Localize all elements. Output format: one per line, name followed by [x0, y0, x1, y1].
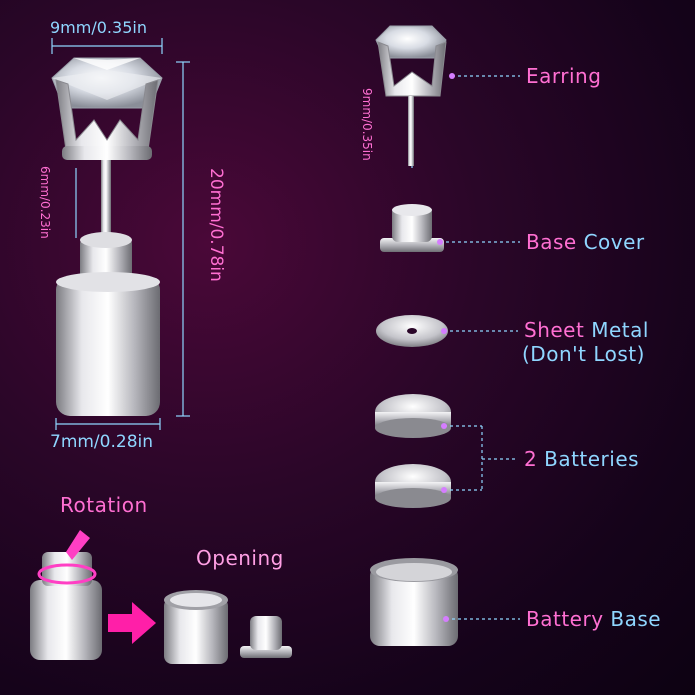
base-cover-illustration: [380, 204, 444, 252]
height-dimension: 20mm/0.78in: [206, 168, 226, 282]
opening-arrow-icon: [108, 602, 156, 644]
large-earring-illustration: [51, 57, 163, 416]
batteries-label: 2 Batteries: [524, 447, 639, 471]
battery-base-label-part-2: Base: [610, 607, 662, 631]
earring-post-dimension: 9mm/0.35in: [360, 88, 374, 161]
connector-lines: [440, 75, 520, 620]
sheet-metal-label-part-1: Sheet: [524, 318, 585, 342]
rotation-illustration: [30, 530, 102, 660]
batteries-illustration: [375, 394, 451, 508]
opening-illustration: [164, 590, 292, 664]
base-width-dimension: 7mm/0.28in: [50, 432, 154, 452]
base-cover-label-part-1: Base: [526, 230, 577, 254]
small-earring-illustration: [375, 25, 447, 166]
base-cover-label-part-2: Cover: [583, 230, 645, 254]
battery-base-label-part-1: Battery: [526, 607, 604, 631]
earring-label: Earring: [526, 64, 602, 88]
opening-label: Opening: [196, 546, 284, 570]
post-length-dimension: 6mm/0.23in: [38, 166, 52, 239]
battery-base-label: Battery Base: [526, 607, 661, 631]
sheet-metal-label: Sheet Metal: [524, 318, 649, 342]
top-width-dimension: 9mm/0.35in: [50, 18, 147, 37]
sheet-metal-label-part-2: Metal: [591, 318, 649, 342]
battery-base-illustration: [370, 558, 458, 646]
base-cover-label: Base Cover: [526, 230, 645, 254]
rotation-label: Rotation: [60, 493, 148, 517]
sheet-metal-note: (Don't Lost): [522, 342, 645, 366]
batteries-label-part-2: Batteries: [544, 447, 640, 471]
batteries-label-part-1: 2: [524, 447, 538, 471]
sheet-metal-illustration: [376, 315, 448, 347]
